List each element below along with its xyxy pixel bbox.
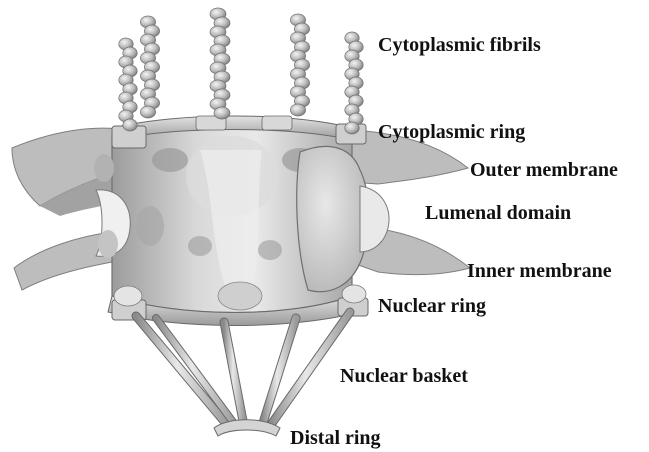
cytoplasmic-ring-label: Cytoplasmic ring	[378, 121, 525, 143]
fibril-column	[140, 16, 159, 118]
fibril-column	[290, 14, 309, 116]
outer-membrane-label: Outer membrane	[470, 159, 618, 181]
cytoplasmic-fibrils	[119, 8, 363, 134]
fibril-bead	[214, 107, 230, 119]
lumenal-domain-label: Lumenal domain	[425, 202, 571, 224]
cytoplasmic-fibrils-label: Cytoplasmic fibrils	[378, 34, 541, 56]
nuclear-ring-label: Nuclear ring	[378, 295, 486, 317]
fibril-column	[119, 38, 137, 131]
fibril-column	[345, 32, 363, 134]
fibril-column	[210, 8, 230, 119]
distal-ring-label: Distal ring	[290, 427, 381, 449]
nuclear-basket	[136, 312, 350, 426]
inner-membrane-label: Inner membrane	[467, 260, 612, 282]
fibril-bead	[290, 104, 305, 116]
nuclear-basket-label: Nuclear basket	[340, 365, 468, 387]
fibril-bead	[140, 106, 155, 118]
fibril-bead	[123, 119, 137, 131]
fibril-bead	[345, 122, 359, 134]
